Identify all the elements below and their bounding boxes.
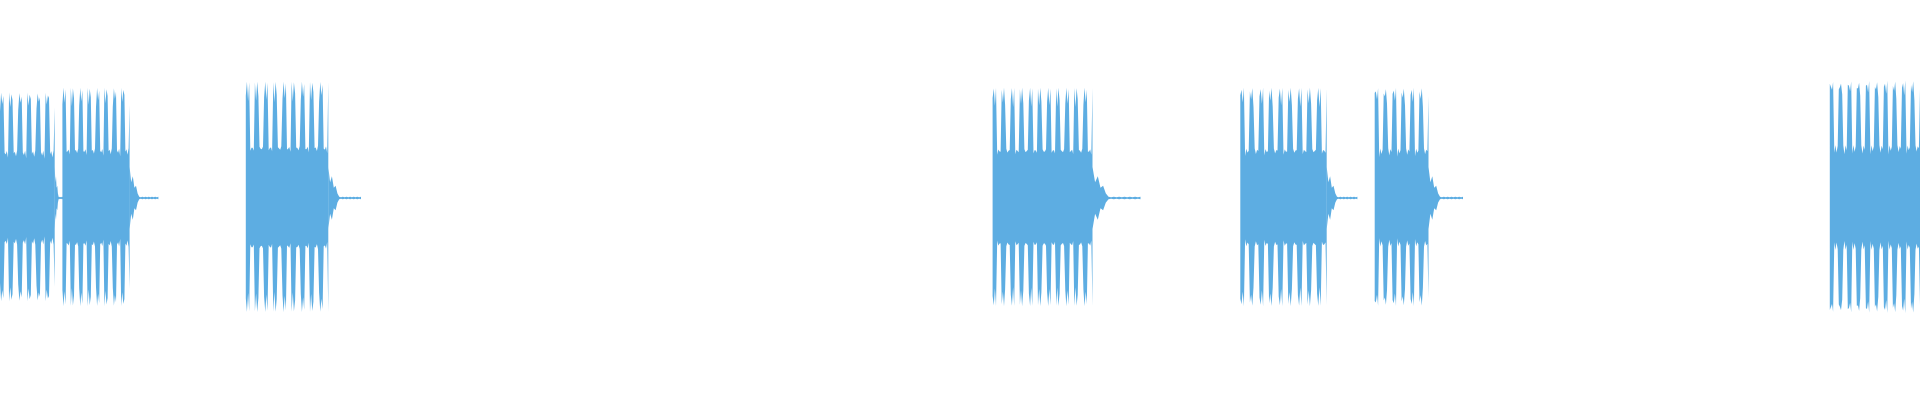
burst-1 (0, 92, 55, 302)
burst-4-tail (1092, 167, 1141, 229)
waveform-bursts (0, 80, 1920, 314)
burst-7 (1829, 80, 1920, 314)
burst-6 (1374, 87, 1429, 307)
burst-6-tail (1428, 167, 1463, 229)
burst-5-tail (1326, 167, 1358, 229)
burst-3-tail (328, 167, 361, 229)
burst-1-tail (54, 167, 67, 229)
burst-2 (62, 87, 130, 307)
burst-5 (1240, 87, 1327, 307)
burst-4 (992, 87, 1093, 307)
burst-3 (245, 81, 329, 313)
burst-2-tail (129, 167, 159, 229)
